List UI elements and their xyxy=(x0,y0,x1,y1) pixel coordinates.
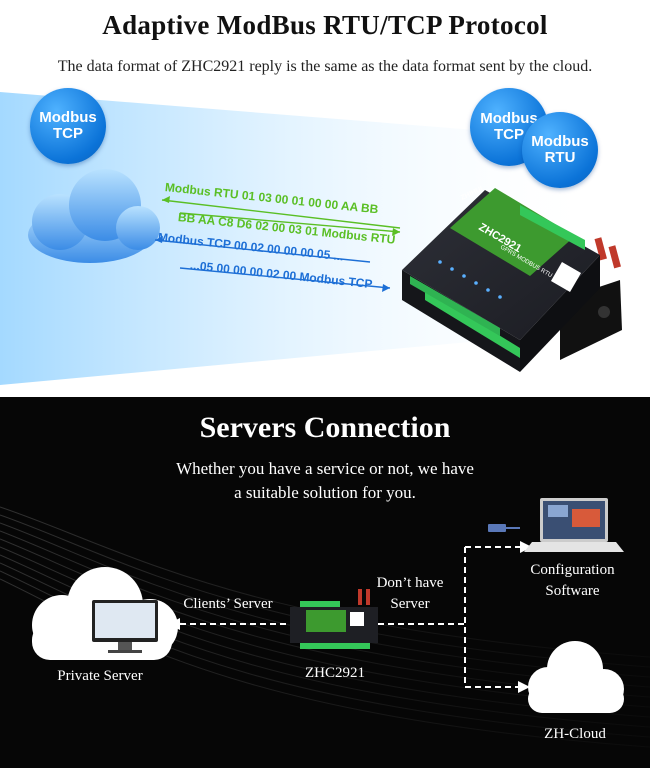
servers-title: Servers Connection xyxy=(199,411,451,444)
servers-subtitle-line1: Whether you have a service or not, we ha… xyxy=(176,459,474,478)
page-title: Adaptive ModBus RTU/TCP Protocol xyxy=(102,10,548,40)
bubble-modbus-tcp-left: Modbus TCP xyxy=(30,88,106,164)
zh-cloud-label: ZH-Cloud xyxy=(544,726,606,742)
bubble-label: Modbus TCP xyxy=(480,110,538,143)
private-server-label: Private Server xyxy=(57,668,143,684)
connection-lines xyxy=(180,546,522,688)
servers-subtitle-line2: a suitable solution for you. xyxy=(234,483,416,502)
dont-have-server-line2: Server xyxy=(390,596,430,612)
page-subtitle: The data format of ZHC2921 reply is the … xyxy=(57,58,593,75)
protocol-background: ZHC2921 ZHIHUI GPRS MODBUS RTU xyxy=(0,92,622,385)
cloud-icon xyxy=(28,169,160,263)
configuration-label-line1: Configuration xyxy=(530,562,615,578)
protocol-section: ZHC2921 ZHIHUI GPRS MODBUS RTU Adaptive … xyxy=(0,10,622,385)
dont-have-server-line1: Don’t have xyxy=(376,575,444,591)
protocol-arrows xyxy=(154,196,401,292)
bubble-label: Modbus TCP xyxy=(39,109,97,142)
configuration-label-line2: Software xyxy=(545,583,600,599)
device-name-label: ZHC2921 xyxy=(305,665,365,681)
bubble-label: Modbus RTU xyxy=(531,133,589,166)
servers-section: Servers Connection Whether you have a se… xyxy=(0,397,650,768)
bubble-modbus-rtu: Modbus RTU xyxy=(522,112,598,188)
usb-cable-icon xyxy=(488,524,520,532)
zhc2921-device-icon xyxy=(290,589,378,649)
device-image xyxy=(402,188,622,372)
private-server-icon xyxy=(32,567,178,660)
zh-cloud-icon xyxy=(528,641,624,713)
configuration-laptop-icon xyxy=(524,498,624,552)
servers-background xyxy=(0,498,650,748)
clients-server-label: Clients’ Server xyxy=(183,596,273,612)
